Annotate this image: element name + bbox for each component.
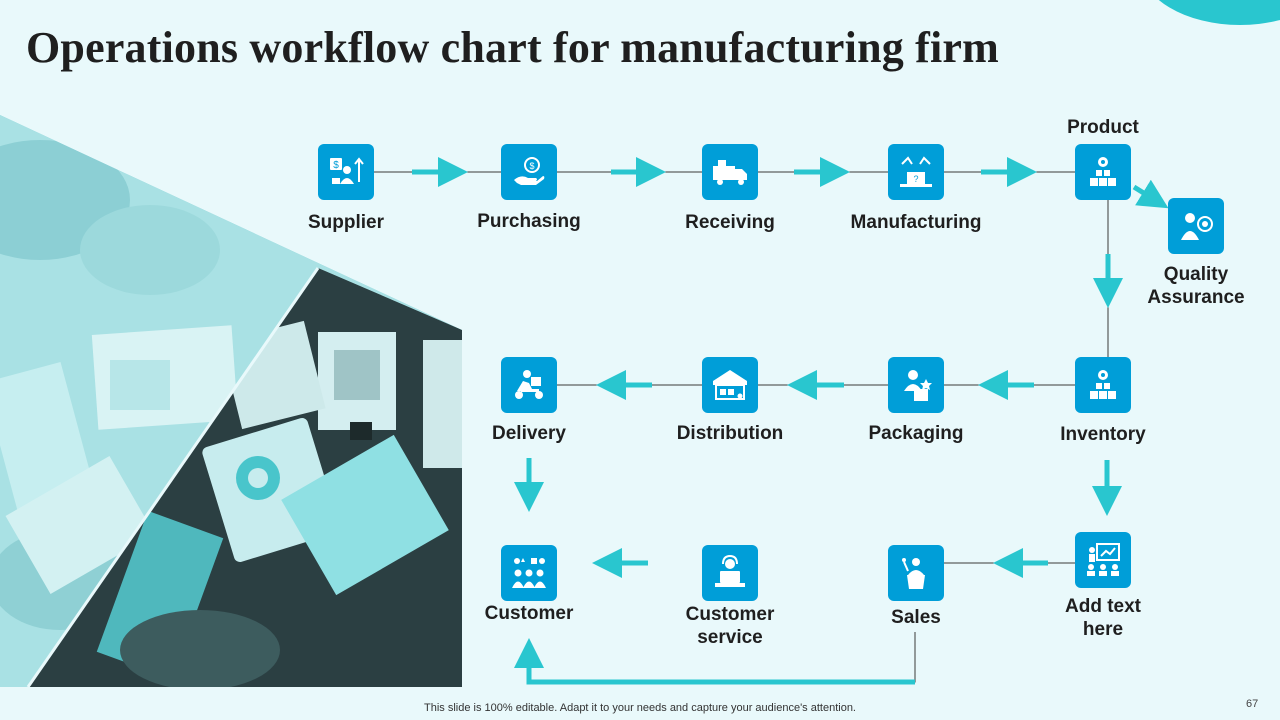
- addtext-node: [1075, 532, 1131, 588]
- receiving-node: [702, 144, 758, 200]
- label-inventory: Inventory: [1060, 424, 1146, 445]
- quality-node: [1168, 198, 1224, 254]
- label-purchasing: Purchasing: [477, 211, 581, 232]
- label-packaging: Packaging: [868, 423, 964, 444]
- packaging-node: [888, 357, 944, 413]
- desk-photo: [0, 115, 462, 687]
- svg-text:?: ?: [913, 174, 918, 184]
- svg-text:$: $: [333, 160, 339, 171]
- truck-icon: [713, 160, 747, 185]
- delivery-scooter-icon: [515, 370, 543, 399]
- arrow-sales-customer: [514, 638, 915, 685]
- payment-hand-icon: $: [514, 157, 545, 185]
- presentation-icon: [1087, 543, 1120, 576]
- packaging-worker-icon: [904, 370, 932, 401]
- warehouse-icon: [713, 370, 747, 400]
- arrow-product-quality: [1132, 179, 1169, 209]
- label-delivery: Delivery: [492, 423, 566, 444]
- label-distribution: Distribution: [676, 423, 784, 444]
- label-addtext: Add text here: [1065, 596, 1141, 640]
- delivery-node: [501, 357, 557, 413]
- purchasing-node: $: [501, 144, 557, 200]
- label-manufacturing: Manufacturing: [850, 212, 982, 233]
- inventory-node: [1075, 357, 1131, 413]
- product-boxes-icon: [1090, 157, 1116, 186]
- label-supplier: Supplier: [307, 212, 385, 233]
- page-number: 67: [1246, 698, 1259, 710]
- label-customer: Customer: [484, 603, 574, 624]
- support-agent-icon: [715, 554, 745, 587]
- speaker-podium-icon: [902, 558, 925, 589]
- production-line-icon: ?: [900, 156, 932, 187]
- label-product: Product: [1067, 117, 1139, 138]
- quality-inspector-icon: [1181, 213, 1213, 240]
- customer-node: [501, 545, 557, 601]
- manufacturing-node: ?: [888, 144, 944, 200]
- label-service: Customer service: [685, 604, 775, 648]
- service-node: [702, 545, 758, 601]
- supplier-icon: $: [330, 157, 364, 184]
- label-quality: Quality Assurance: [1147, 264, 1245, 308]
- distribution-node: [702, 357, 758, 413]
- inventory-boxes-icon: [1090, 370, 1116, 399]
- label-receiving: Receiving: [685, 212, 775, 233]
- svg-text:$: $: [529, 161, 534, 171]
- page-title: Operations workflow chart for manufactur…: [26, 23, 1000, 72]
- product-node: [1075, 144, 1131, 200]
- supplier-node: $: [318, 144, 374, 200]
- customers-icon: [512, 558, 546, 588]
- footer-note: This slide is 100% editable. Adapt it to…: [424, 702, 856, 714]
- label-sales: Sales: [891, 607, 941, 628]
- sales-node: [888, 545, 944, 601]
